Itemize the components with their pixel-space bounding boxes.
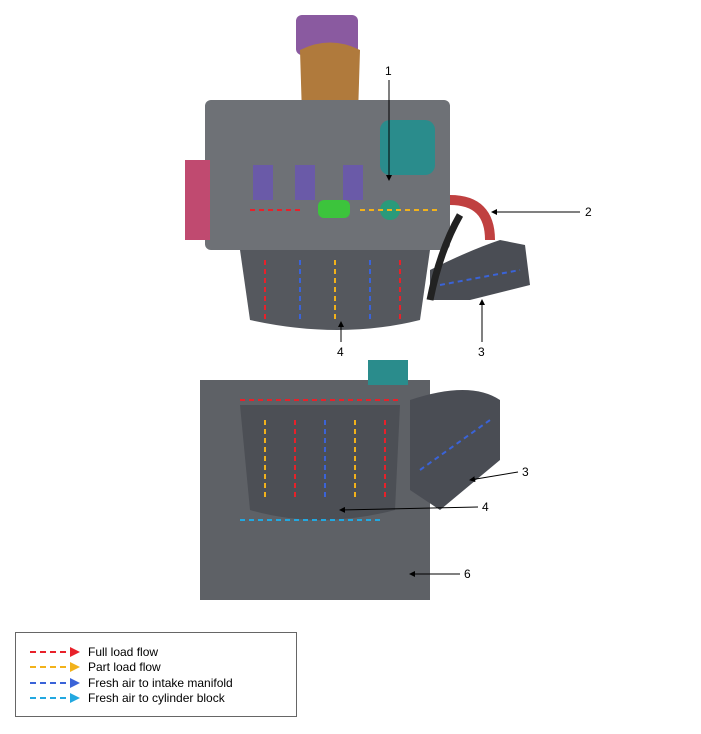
leader-lines xyxy=(338,80,580,577)
red-dashed-arrow-icon xyxy=(30,647,80,657)
engine-front-view xyxy=(200,360,500,600)
legend-item-full-load: Full load flow xyxy=(30,644,158,660)
callout-6: 6 xyxy=(464,567,471,581)
callout-3-bottom: 3 xyxy=(522,465,529,479)
yellow-dashed-arrow-icon xyxy=(30,662,80,672)
legend: Full load flow Part load flow Fresh air … xyxy=(15,632,297,717)
legend-label: Fresh air to intake manifold xyxy=(88,676,233,690)
legend-label: Full load flow xyxy=(88,645,159,659)
blue-dashed-arrow-icon xyxy=(30,678,80,688)
callout-2: 2 xyxy=(585,205,592,219)
legend-item-block-air: Fresh air to cylinder block xyxy=(30,690,225,706)
legend-item-part-load: Part load flow xyxy=(30,659,161,675)
cyan-dashed-arrow-icon xyxy=(30,693,80,703)
legend-item-intake-air: Fresh air to intake manifold xyxy=(30,675,233,691)
callout-3: 3 xyxy=(478,345,485,359)
callout-4: 4 xyxy=(337,345,344,359)
engine-top-view xyxy=(185,15,530,330)
legend-label: Fresh air to cylinder block xyxy=(88,691,225,705)
callout-1: 1 xyxy=(385,64,392,78)
callout-4-bottom: 4 xyxy=(482,500,489,514)
legend-label: Part load flow xyxy=(88,660,161,674)
